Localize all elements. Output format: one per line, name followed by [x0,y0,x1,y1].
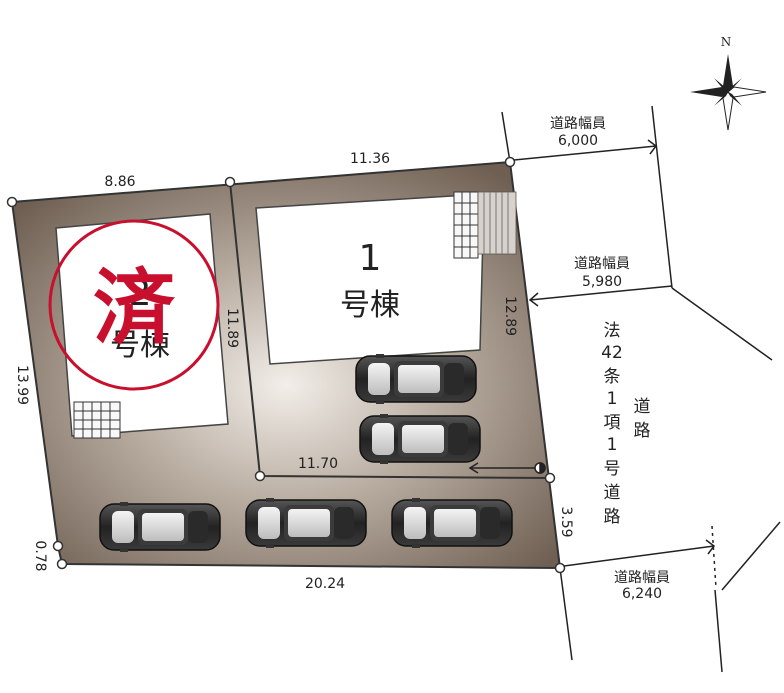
dim-top-right: 11.36 [350,151,390,167]
car-2 [359,413,481,465]
grate-building-2 [73,401,121,439]
dim-bottom-left-small: 0.78 [32,540,48,571]
sold-stamp: 済 [48,219,220,391]
road-type-col-2: 道 路 [634,397,651,441]
dim-left-side: 13.99 [14,365,30,405]
road-3-label: 道路幅員 [614,570,670,586]
road-type-char: 42 [601,343,623,363]
sold-stamp-text: 済 [93,261,176,356]
road-width-indicators [513,139,716,567]
road-type-char: 道 [604,483,621,503]
road-2-width: 5,980 [582,274,622,290]
lot-1-label: 号棟 [340,288,400,323]
road-type-char: 1 [607,435,618,455]
road-type-char: 路 [604,507,621,527]
lot-2-number: 2 [129,273,152,314]
lot-2-label: 号棟 [110,328,170,363]
lot-1-number: 1 [359,238,382,279]
road-type-char: 法 [604,321,621,341]
car-3 [99,501,221,553]
dim-right-side: 12.89 [502,296,518,336]
road-boundaries [501,105,781,673]
dim-divider: 11.89 [224,308,240,348]
north-arrow-icon [690,54,767,131]
dim-bottom-right-small: 3.59 [558,506,574,537]
road-3-width: 6,240 [622,586,662,602]
dim-top-left: 8.86 [104,174,135,190]
building-1 [255,193,485,365]
road-1-width: 6,000 [558,133,598,149]
road-type-char: 項 [604,413,621,433]
dim-bottom: 20.24 [305,576,345,592]
road-type-char: 号 [604,459,621,479]
direction-arrow [468,462,546,474]
road-type-char: 道 [634,397,651,417]
north-label: N [721,35,732,49]
road-type-char: 条 [604,367,621,387]
road-type-col-1: 法 42 条 1 項 1 号 道 路 [601,321,623,527]
road-type-char: 路 [634,421,651,441]
corner-points [6,156,566,574]
car-5 [391,497,513,549]
dim-inner-bottom: 11.70 [298,456,338,472]
car-4 [245,497,367,549]
road-1-label: 道路幅員 [550,116,606,132]
road-type-char: 1 [607,389,618,409]
car-1 [355,353,477,405]
grate-building-1 [453,191,517,259]
road-2-label: 道路幅員 [574,256,630,272]
